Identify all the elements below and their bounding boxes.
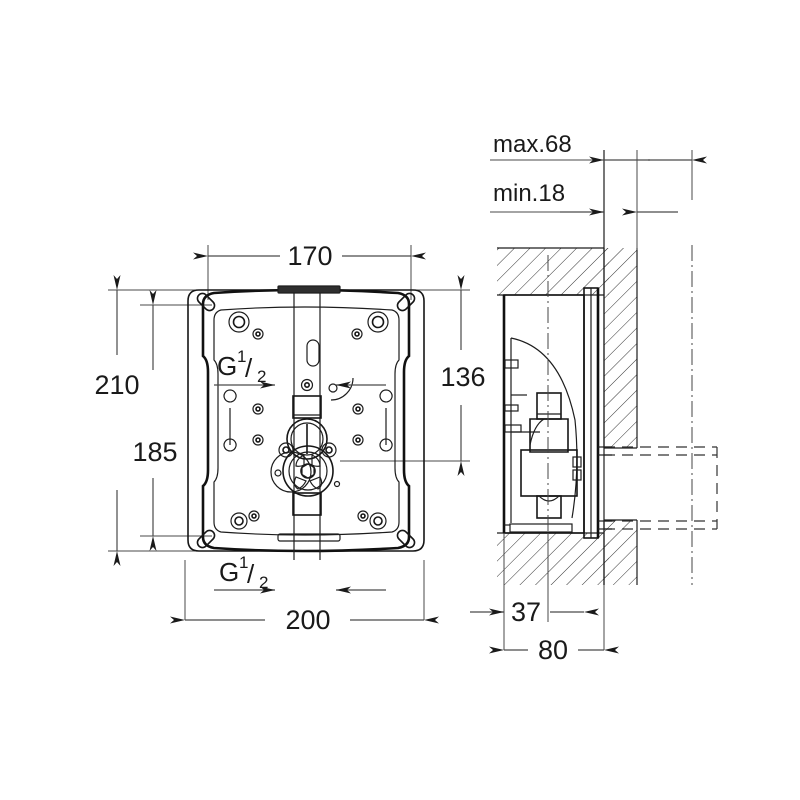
- thread-label-bottom-prefix: G: [219, 557, 239, 587]
- thread-label-top-denominator: 2: [257, 367, 266, 386]
- dimension-37-label: 37: [511, 597, 541, 627]
- dimension-136-label: 136: [440, 362, 485, 392]
- thread-label-top-numerator: 1: [237, 347, 246, 366]
- dimension-min-18: min.18: [490, 180, 678, 216]
- screw-rings: [248, 328, 369, 522]
- section-valve-cartridge: [520, 392, 582, 519]
- wall-hatch-bottom-left: [497, 533, 609, 585]
- thread-label-bottom-numerator: 1: [239, 553, 248, 572]
- dimension-80-label: 80: [538, 635, 568, 665]
- thread-label-top-prefix: G: [217, 351, 237, 381]
- wall-hatch-top-left: [497, 248, 609, 295]
- central-valve-assembly: [270, 377, 354, 516]
- front-view: 170 200 210 185: [94, 241, 485, 635]
- section-center-lines: [547, 245, 693, 585]
- dimension-185-label: 185: [132, 437, 177, 467]
- section-view: max.68 min.18 37: [470, 131, 718, 665]
- dimension-37: 37: [470, 533, 605, 650]
- dimension-max-68: max.68: [490, 131, 707, 164]
- rough-in-body-outline: [187, 288, 425, 553]
- dimension-170: 170: [193, 241, 426, 271]
- adjustment-slots: [223, 389, 393, 452]
- dimension-200: 200: [170, 605, 439, 635]
- mounting-slots: [196, 292, 416, 549]
- dimension-210: 210: [94, 275, 140, 566]
- thread-label-bottom: G 1 / 2: [214, 553, 386, 594]
- thread-label-top: G 1 / 2: [214, 347, 386, 389]
- top-edge-strip: [277, 285, 341, 294]
- dimension-200-label: 200: [285, 605, 330, 635]
- dimension-max-68-label: max.68: [493, 131, 572, 158]
- top-oval-slot: [306, 339, 320, 367]
- dimension-min-18-label: min.18: [493, 180, 565, 207]
- corner-bosses: [228, 311, 389, 530]
- wall-hatch-right-top: [604, 248, 637, 448]
- section-body-enclosure: [502, 287, 600, 539]
- wall-hatch-right-bottom: [604, 520, 637, 585]
- bottom-edge-strip: [277, 533, 341, 542]
- thread-label-bottom-denominator: 2: [259, 573, 268, 592]
- dimension-210-label: 210: [94, 370, 139, 400]
- wall-hatching: [497, 247, 638, 585]
- dimension-170-label: 170: [287, 241, 332, 271]
- dimension-136: 136: [440, 275, 486, 476]
- pipe-projection-dashed: [598, 446, 718, 530]
- dimension-185: 185: [132, 290, 178, 551]
- thread-label-top-separator: /: [245, 353, 253, 383]
- thread-label-bottom-separator: /: [247, 559, 255, 589]
- dimension-80: 80: [489, 635, 619, 665]
